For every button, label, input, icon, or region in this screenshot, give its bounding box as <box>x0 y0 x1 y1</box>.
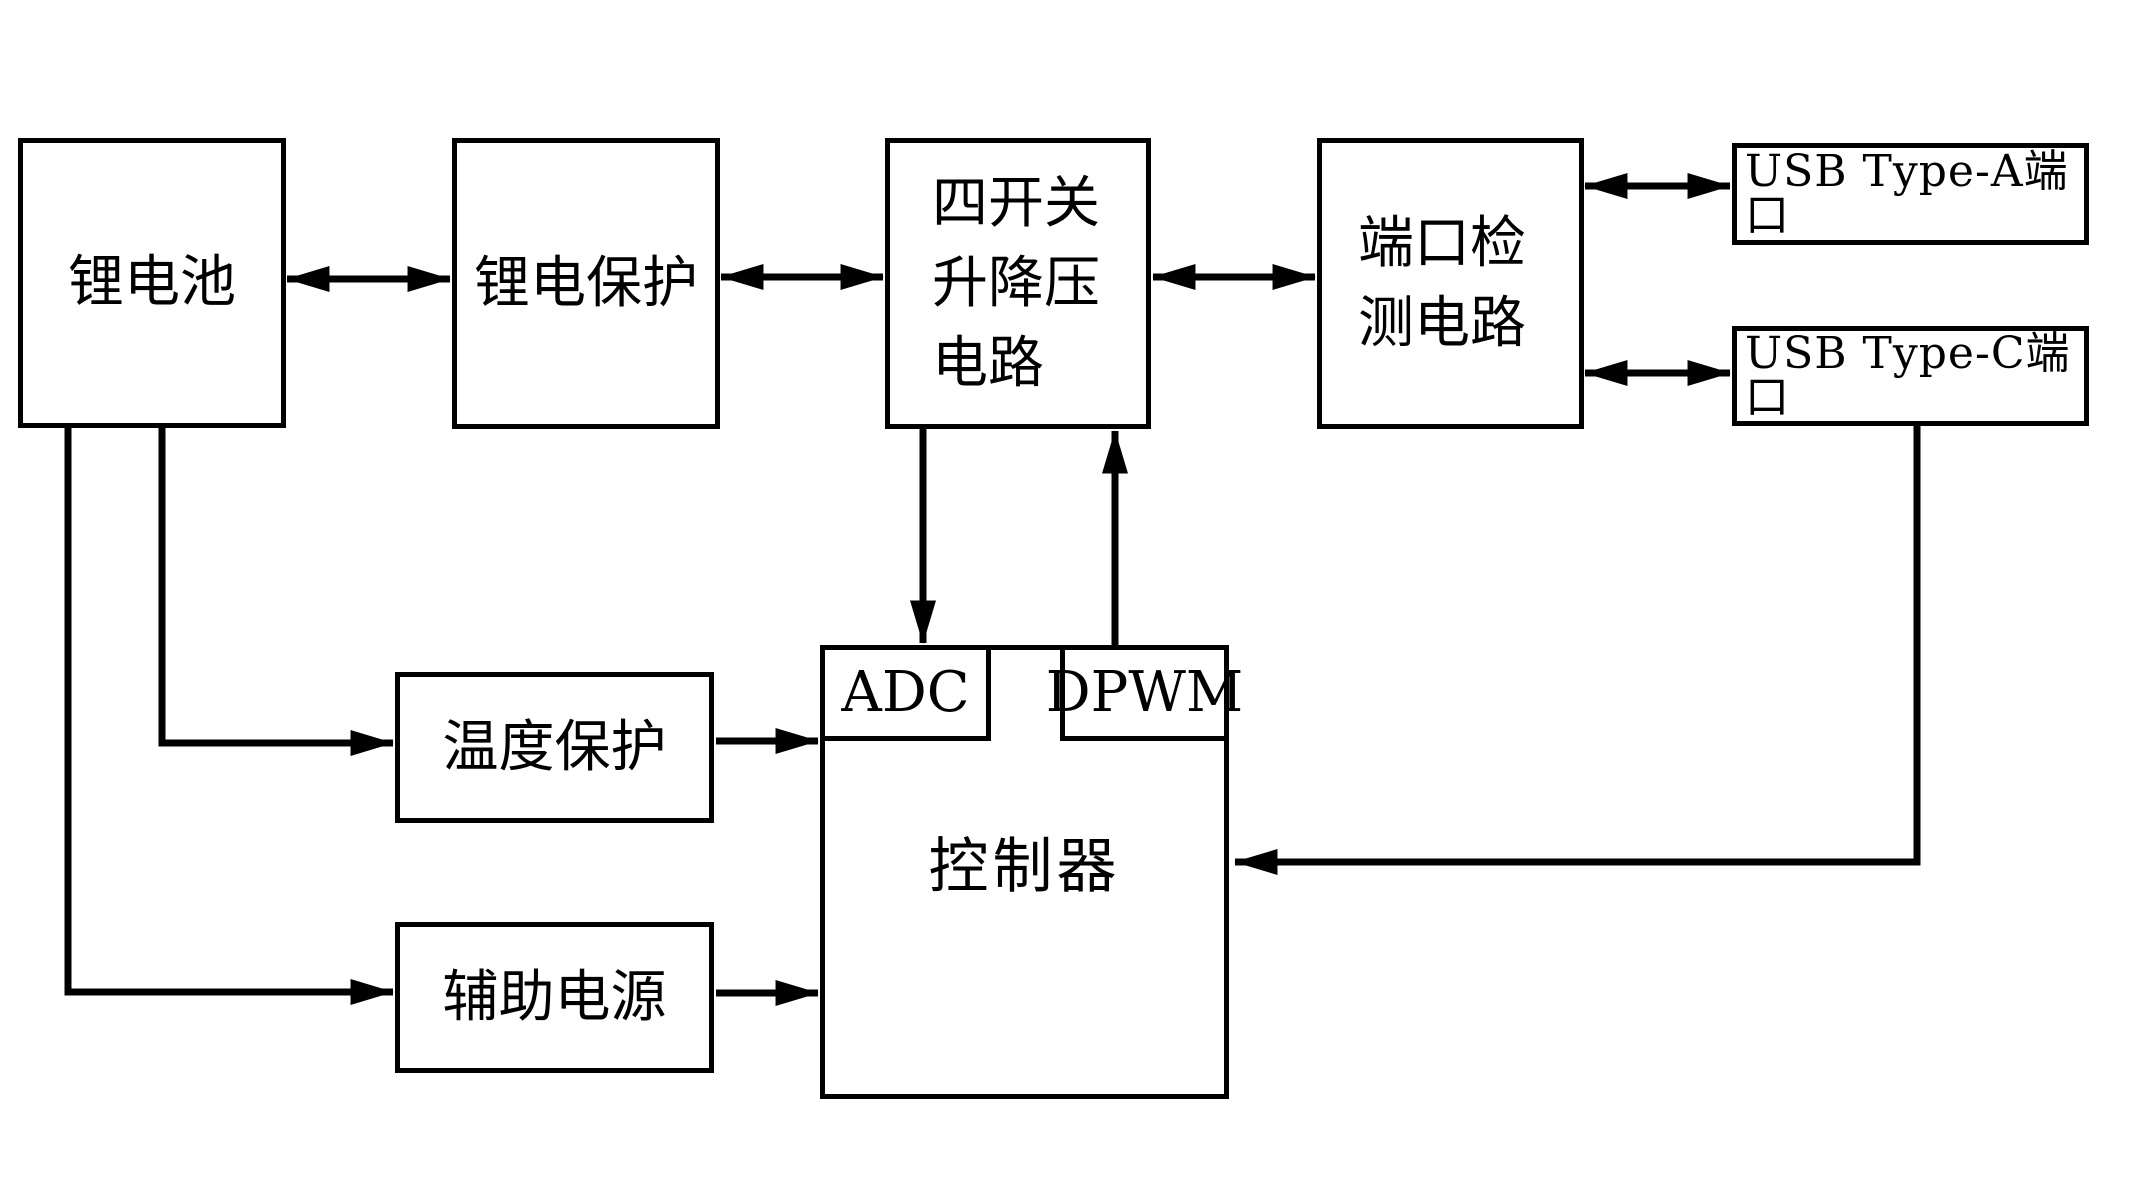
block-usb-type-c: USB Type-C端口 <box>1732 326 2089 426</box>
block-battery: 锂电池 <box>18 138 286 428</box>
block-dpwm-label: DPWM <box>1045 660 1244 725</box>
block-auxiliary-power: 辅助电源 <box>395 922 714 1073</box>
block-controller-label: 控制器 <box>928 832 1121 902</box>
block-usb-type-a: USB Type-A端口 <box>1732 143 2089 245</box>
block-battery-protection: 锂电保护 <box>452 138 720 429</box>
arrow-usbc-controller <box>1234 423 1921 875</box>
block-adc: ADC <box>820 645 991 741</box>
block-battery-protection-label: 锂电保护 <box>474 250 698 316</box>
block-battery-label: 锂电池 <box>68 250 236 315</box>
block-buck-boost-label: 四开关 升降压 电路 <box>932 170 1100 396</box>
block-adc-label: ADC <box>841 660 970 725</box>
block-port-detection-label: 端口检 测电路 <box>1358 210 1526 356</box>
block-temperature-protection-label: 温度保护 <box>442 714 667 780</box>
block-usb-type-c-label: USB Type-C端口 <box>1745 328 2071 423</box>
arrow-battery-aux <box>64 424 394 1005</box>
block-temperature-protection: 温度保护 <box>395 672 714 823</box>
block-buck-boost: 四开关 升降压 电路 <box>885 138 1151 429</box>
block-usb-type-a-label: USB Type-A端口 <box>1745 146 2069 241</box>
block-port-detection: 端口检 测电路 <box>1317 138 1584 429</box>
block-dpwm: DPWM <box>1046 645 1243 741</box>
arrow-battery-temp <box>158 424 394 756</box>
block-auxiliary-power-label: 辅助电源 <box>442 964 667 1030</box>
